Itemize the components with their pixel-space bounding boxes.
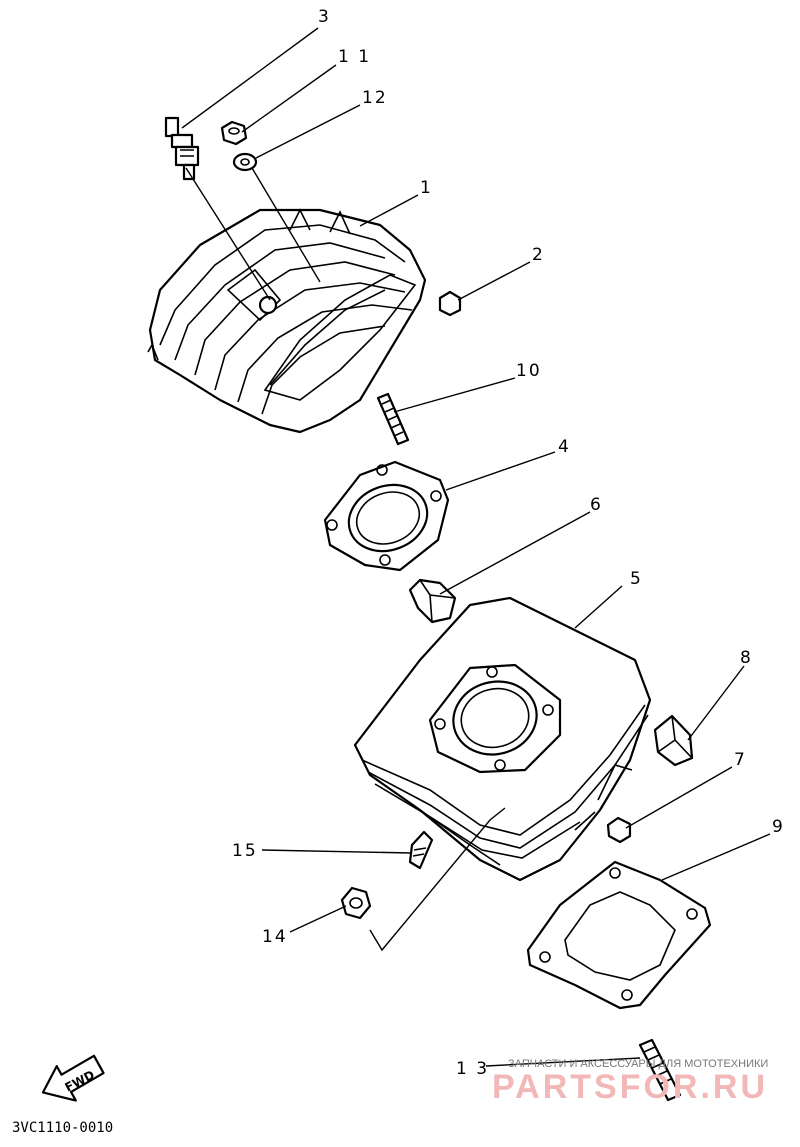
callout-10: 10 [516, 361, 542, 381]
dowel-15 [408, 830, 434, 870]
callout-14: 14 [262, 927, 288, 947]
callout-4: 4 [558, 437, 571, 457]
callout-8: 8 [740, 648, 753, 668]
cylinder-head [147, 208, 427, 434]
callout-9: 9 [772, 817, 785, 837]
fwd-arrow: FWD [41, 1054, 105, 1102]
watermark-line: ЗАПЧАСТИ И АКСЕССУАРЫ ДЛЯ МОТОТЕХНИКИ [508, 1058, 768, 1070]
washer-12 [232, 152, 258, 172]
callout-15: 15 [232, 841, 258, 861]
nut-7 [606, 816, 632, 844]
callout-11: 1 1 [338, 47, 371, 67]
leader-lines [181, 27, 771, 1067]
stud-10 [376, 392, 410, 446]
damper-6 [408, 578, 457, 624]
callout-5: 5 [630, 569, 643, 589]
cylinder [353, 596, 652, 882]
stud-13 [638, 1038, 682, 1102]
diagram-code: 3VC1110-0010 [12, 1120, 113, 1136]
callout-6: 6 [590, 495, 603, 515]
base-gasket [526, 860, 712, 1010]
callout-13: 1 3 [456, 1059, 489, 1079]
watermark-brand: PARTSFOR.RU [492, 1068, 768, 1106]
head-gasket [323, 460, 450, 572]
damper-8 [653, 714, 694, 767]
nut-14 [340, 886, 372, 920]
callout-7: 7 [734, 750, 747, 770]
callout-1: 1 [420, 178, 433, 198]
callout-2: 2 [532, 245, 545, 265]
nut-2 [438, 290, 462, 317]
callout-3: 3 [318, 7, 331, 27]
callout-12: 12 [362, 88, 388, 108]
nut-11 [220, 120, 248, 146]
